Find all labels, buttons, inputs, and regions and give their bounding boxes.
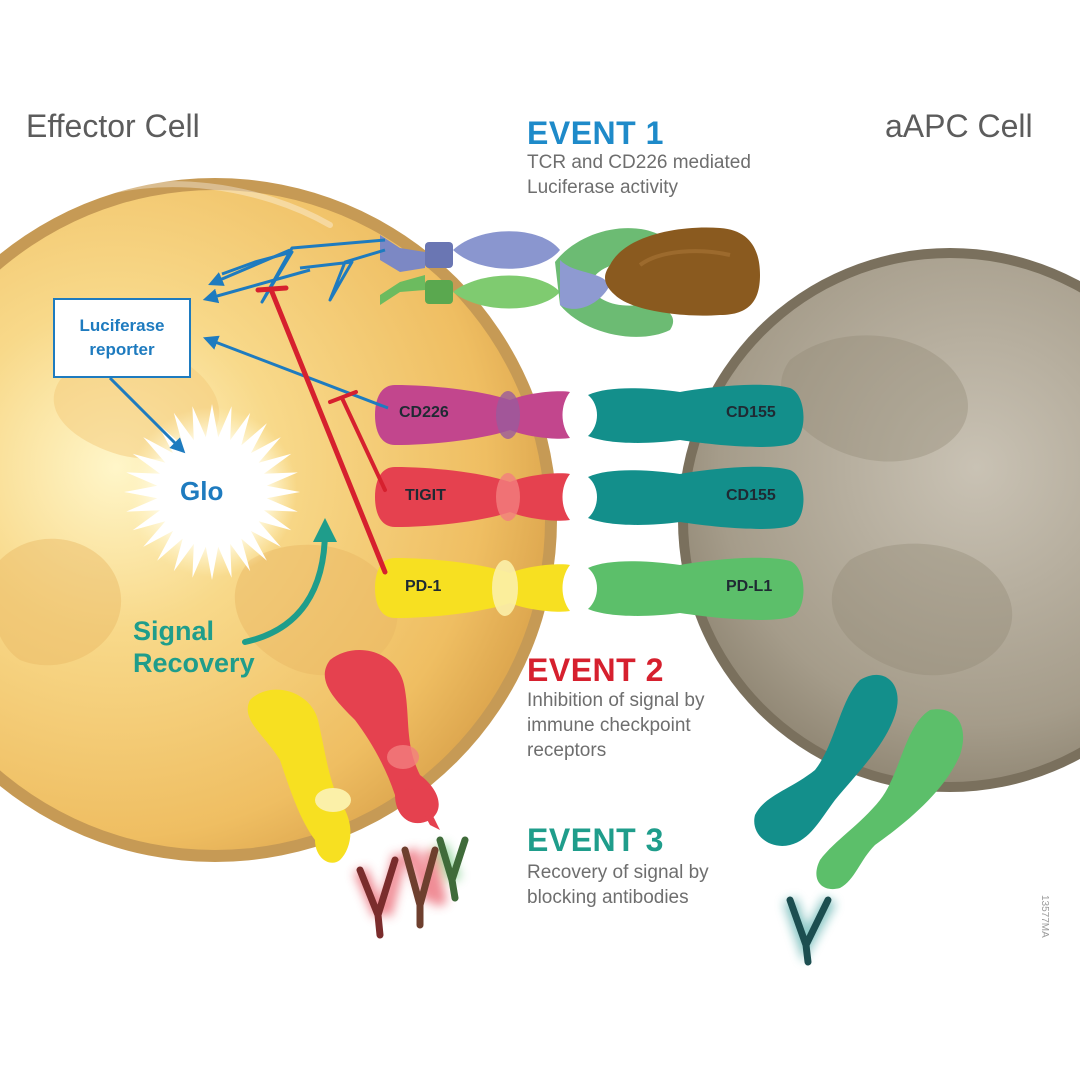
tigit-cd155-pair <box>375 466 804 529</box>
cd155-label-1: CD155 <box>726 404 776 421</box>
catalog-code: 13577MA <box>1039 895 1050 938</box>
event-3-title: EVENT 3 <box>527 822 664 858</box>
signal-recovery-label: Signal Recovery <box>133 616 255 678</box>
free-receptors-effector <box>247 650 440 863</box>
glo-label: Glo <box>180 476 224 506</box>
cd226-cd155-pair <box>375 384 804 447</box>
luciferase-reporter-label: Luciferase reporter <box>79 316 165 359</box>
tigit-label: TIGIT <box>405 487 446 504</box>
luciferase-reporter-box: Luciferase reporter <box>53 298 191 378</box>
inhibition-lines <box>255 285 388 575</box>
pdl1-label: PD-L1 <box>726 578 773 595</box>
apc-cell-title: aAPC Cell <box>885 108 1033 144</box>
pd1-pdl1-pair <box>375 557 804 620</box>
effector-cell-title: Effector Cell <box>26 108 200 144</box>
tcr-mhc-complex <box>380 227 760 337</box>
cd226-label: CD226 <box>399 404 449 421</box>
free-ligands-apc <box>754 674 964 890</box>
event-1-description: TCR and CD226 mediated Luciferase activi… <box>527 152 751 198</box>
pd1-label: PD-1 <box>405 578 442 595</box>
blocking-antibody-apc <box>783 896 837 966</box>
recovery-arrow <box>242 518 337 645</box>
event-1-title: EVENT 1 <box>527 115 664 151</box>
blocking-antibodies-effector <box>353 836 469 939</box>
event-2-title: EVENT 2 <box>527 652 664 688</box>
event-3-description: Recovery of signal by blocking antibodie… <box>527 862 709 908</box>
cd155-label-2: CD155 <box>726 487 776 504</box>
activation-arrows <box>108 238 389 454</box>
event-2-description: Inhibition of signal by immune checkpoin… <box>527 690 705 761</box>
